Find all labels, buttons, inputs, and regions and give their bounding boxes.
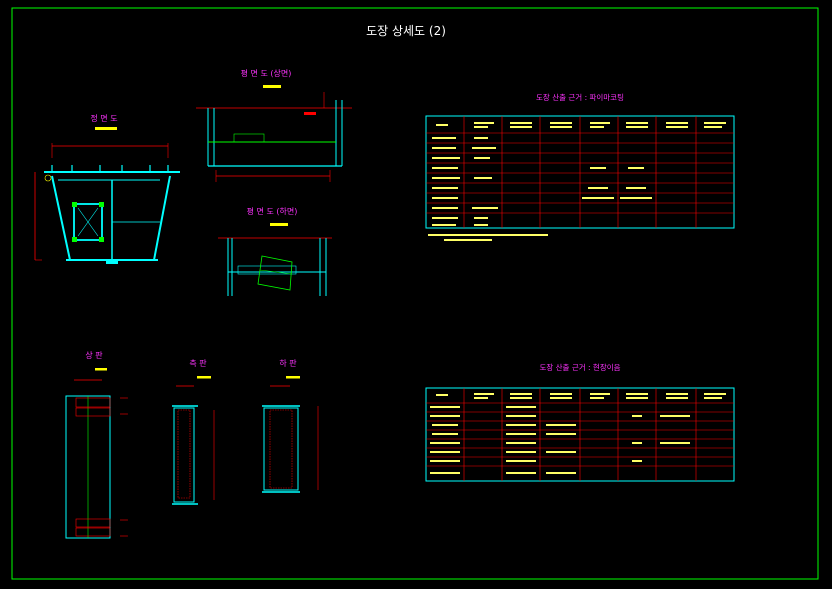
site-table-title: 도장 산출 근거 : 현장이음 (539, 362, 620, 372)
plan-top-view: 평 면 도 (상면) (196, 68, 352, 182)
factory-table-title: 도장 산출 근거 : 파이마코팅 (536, 92, 624, 102)
side-plate-view: 측 판 (172, 359, 215, 505)
front-view: 정 면 도 (34, 113, 180, 264)
lower-flange-title: 하 판 (279, 358, 297, 368)
upper-flange-title: 상 판 (85, 350, 103, 360)
sheet-title: 도장 상세도 (2) (366, 24, 446, 38)
plan-bottom-view: 평 면 도 (하면) (218, 206, 332, 296)
front-view-title: 정 면 도 (90, 113, 117, 123)
plan-top-title: 평 면 도 (상면) (241, 68, 292, 78)
factory-paint-table: 도장 산출 근거 : 파이마코팅 (425, 92, 735, 241)
plan-bottom-title: 평 면 도 (하면) (247, 206, 298, 216)
lower-flange-view: 하 판 (262, 358, 319, 493)
upper-flange-view: 상 판 (65, 350, 128, 539)
front-view-scale (95, 127, 117, 130)
sheet-border (11, 7, 819, 580)
side-plate-title: 측 판 (189, 359, 207, 368)
site-paint-table: 도장 산출 근거 : 현장이음 (425, 362, 735, 482)
